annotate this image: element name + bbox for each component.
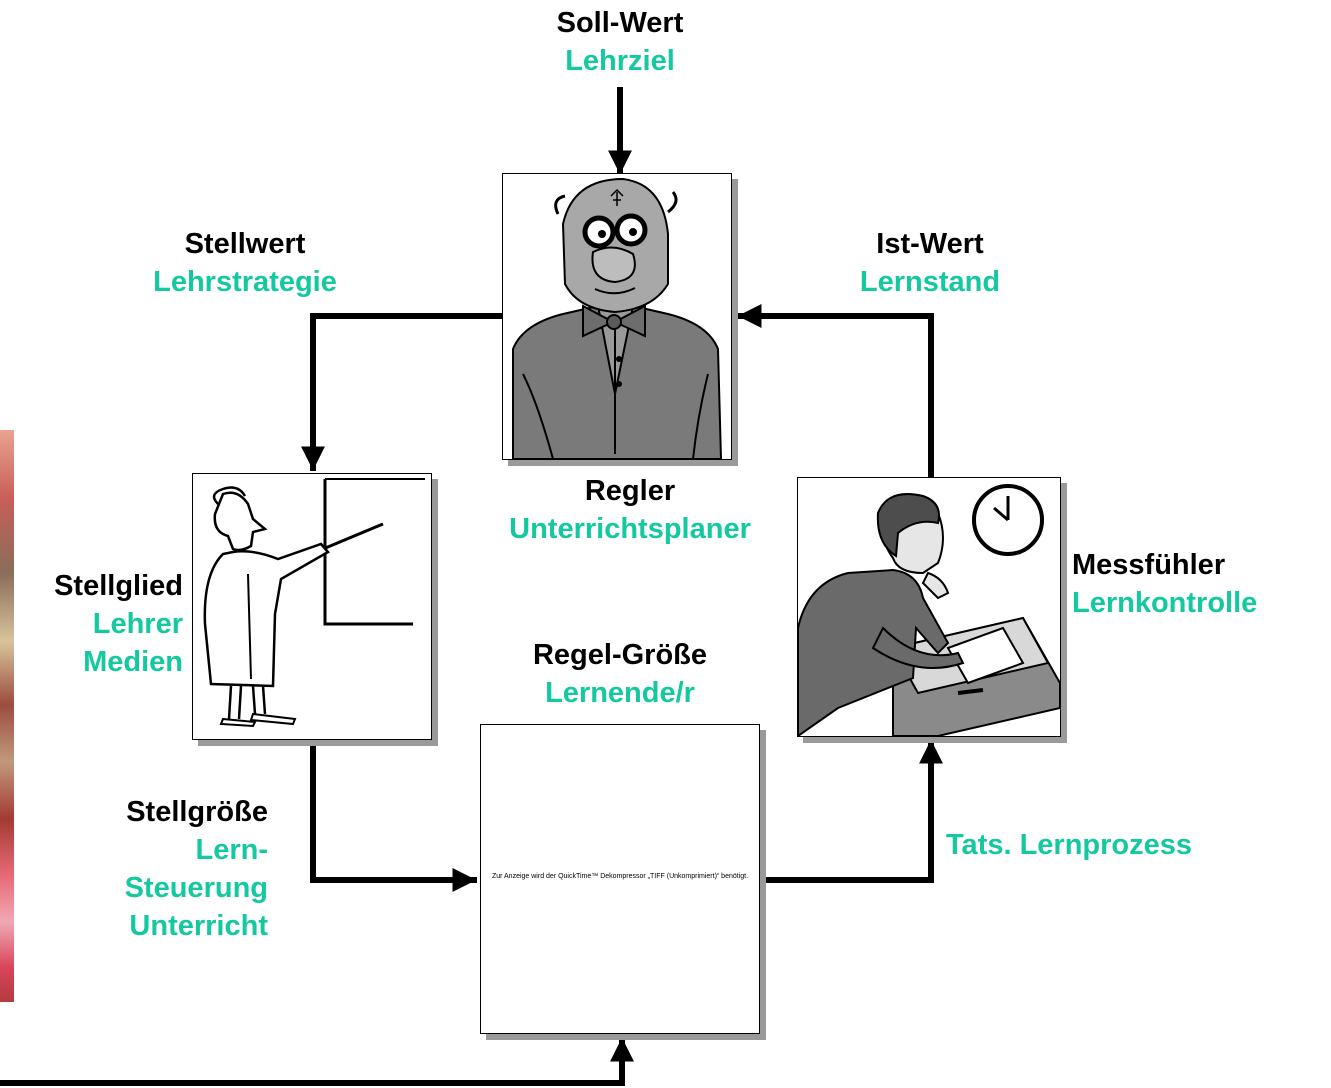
tats-lernprozess-text: Tats. Lernprozess	[946, 829, 1193, 861]
arrow-messfuehler-to-regler	[737, 304, 934, 480]
arrow-regler-to-stellglied	[301, 313, 505, 471]
arrow-stellglied-to-regelgroesse	[310, 742, 477, 892]
stellwert-title: Stellwert	[184, 228, 306, 260]
regel-groesse-placeholder: Zur Anzeige wird der QuickTime™ Dekompre…	[480, 724, 760, 1034]
stellwert-label: Stellwert Lehrstrategie	[120, 225, 370, 301]
regler-image	[502, 173, 732, 460]
messfuehler-image	[797, 477, 1061, 738]
regel-groesse-title: Regel-Größe	[532, 639, 708, 671]
messfuehler-subtitle: Lernkontrolle	[1072, 587, 1258, 619]
stellglied-line1: Lehrer	[92, 608, 183, 640]
soll-wert-title: Soll-Wert	[556, 7, 684, 39]
regler-label: Regler Unterrichtsplaner	[465, 472, 795, 548]
ist-wert-subtitle: Lernstand	[859, 266, 1001, 298]
messfuehler-label: Messfühler Lernkontrolle	[1072, 546, 1322, 622]
regler-title: Regler	[584, 475, 676, 507]
stellglied-title: Stellglied	[54, 570, 183, 602]
regel-groesse-subtitle: Lernende/r	[545, 677, 695, 709]
tats-lernprozess-label: Tats. Lernprozess	[946, 826, 1286, 864]
teacher-at-board-icon	[203, 478, 425, 728]
stellgroesse-line2: Steuerung	[124, 872, 268, 904]
stellglied-line2: Medien	[83, 646, 183, 678]
ist-wert-label: Ist-Wert Lernstand	[815, 225, 1045, 301]
stellgroesse-line1: Lern-	[195, 834, 269, 866]
stellgroesse-label: Stellgröße Lern- Steuerung Unterricht	[40, 793, 268, 945]
soll-wert-subtitle: Lehrziel	[565, 45, 675, 77]
stellglied-label: Stellglied Lehrer Medien	[0, 567, 183, 681]
student-test-clock-icon	[797, 484, 1061, 738]
messfuehler-title: Messfühler	[1072, 549, 1226, 581]
ist-wert-title: Ist-Wert	[876, 228, 984, 260]
arrow-regelgroesse-to-messfuehler	[763, 739, 943, 883]
professor-icon	[512, 177, 723, 460]
stellglied-image	[192, 473, 432, 740]
soll-wert-label: Soll-Wert Lehrziel	[520, 4, 720, 80]
regler-subtitle: Unterrichtsplaner	[509, 513, 751, 545]
arrow-stoergroesse	[0, 1037, 634, 1086]
stellwert-subtitle: Lehrstrategie	[153, 266, 337, 298]
regel-groesse-label: Regel-Größe Lernende/r	[480, 636, 760, 712]
quicktime-placeholder-text: Zur Anzeige wird der QuickTime™ Dekompre…	[491, 873, 749, 880]
stellgroesse-title: Stellgröße	[126, 796, 268, 828]
photo-strip	[0, 430, 14, 1002]
stellgroesse-line3: Unterricht	[129, 910, 268, 942]
